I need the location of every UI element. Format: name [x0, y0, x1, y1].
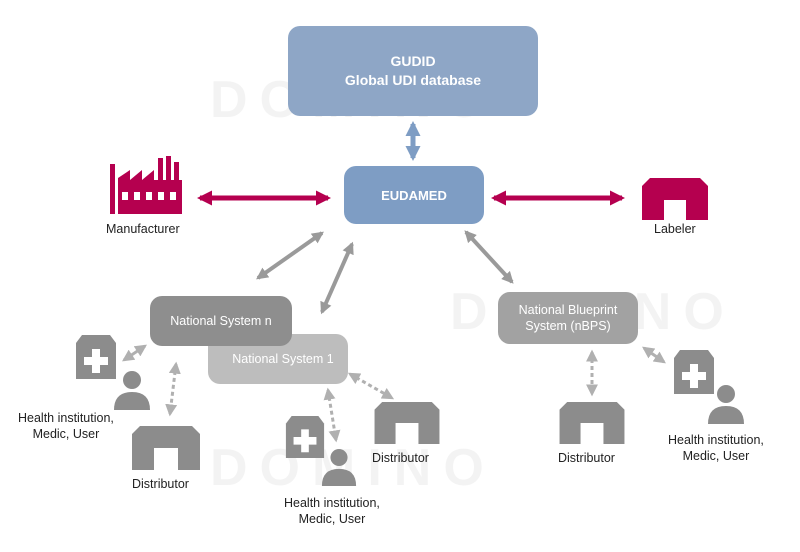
- distributor-right-label: Distributor: [558, 451, 615, 465]
- health-center-person-icon: [321, 448, 357, 486]
- health-right-line2: Medic, User: [682, 449, 750, 463]
- arrow-national-system-n-health-left: [122, 344, 147, 362]
- eudamed-node: EUDAMED: [344, 166, 484, 224]
- distributor-right-warehouse-icon: [559, 402, 625, 444]
- distributor-left-warehouse-icon: [132, 426, 200, 470]
- distributor-center-warehouse-icon: [374, 402, 440, 444]
- arrow-national-system-n-distributor-left: [165, 361, 181, 417]
- health-right-person-icon: [708, 385, 744, 424]
- distributor-center-label: Distributor: [372, 451, 429, 465]
- health-left-person-icon: [114, 371, 150, 410]
- health-right-label: Health institution, Medic, User: [668, 432, 764, 464]
- labeler-label: Labeler: [654, 222, 696, 236]
- health-center-line1: Health institution,: [284, 496, 380, 510]
- gudid-title: GUDID: [390, 53, 436, 69]
- health-right-medical-cross-icon: [674, 350, 714, 394]
- arrow-eudamed-national-blueprint: [464, 230, 514, 284]
- eudamed-label: EUDAMED: [381, 187, 447, 203]
- manufacturer-label: Manufacturer: [106, 222, 180, 236]
- health-center-line2: Medic, User: [298, 512, 366, 526]
- national-system-1-label: National System 1: [232, 352, 334, 366]
- arrow-eudamed-national-system-n: [256, 231, 324, 280]
- national-blueprint-line1: National Blueprint: [518, 303, 618, 317]
- health-right-line1: Health institution,: [668, 433, 764, 447]
- national-blueprint-node: National Blueprint System (nBPS): [498, 292, 638, 344]
- national-system-n-label: National System n: [170, 314, 272, 328]
- health-left-line1: Health institution,: [18, 411, 114, 425]
- health-left-medical-cross-icon: [76, 335, 116, 379]
- gudid-node: GUDID Global UDI database: [288, 26, 538, 116]
- distributor-left-label: Distributor: [132, 477, 189, 491]
- arrow-eudamed-national-system-1: [320, 241, 354, 315]
- national-system-n-node: National System n: [150, 296, 292, 346]
- arrow-national-system-1-distributor-center: [347, 372, 395, 400]
- national-blueprint-line2: System (nBPS): [525, 319, 611, 333]
- health-left-line2: Medic, User: [32, 427, 100, 441]
- health-center-label: Health institution, Medic, User: [284, 495, 380, 527]
- factory-icon: [110, 156, 182, 214]
- labeler-building-icon: [642, 178, 708, 220]
- health-left-label: Health institution, Medic, User: [18, 410, 114, 442]
- arrow-national-system-1-health-center: [323, 387, 341, 443]
- health-center-medical-cross-icon: [285, 416, 325, 458]
- gudid-subtitle: Global UDI database: [344, 72, 482, 88]
- arrow-national-blueprint-health-right: [642, 346, 666, 364]
